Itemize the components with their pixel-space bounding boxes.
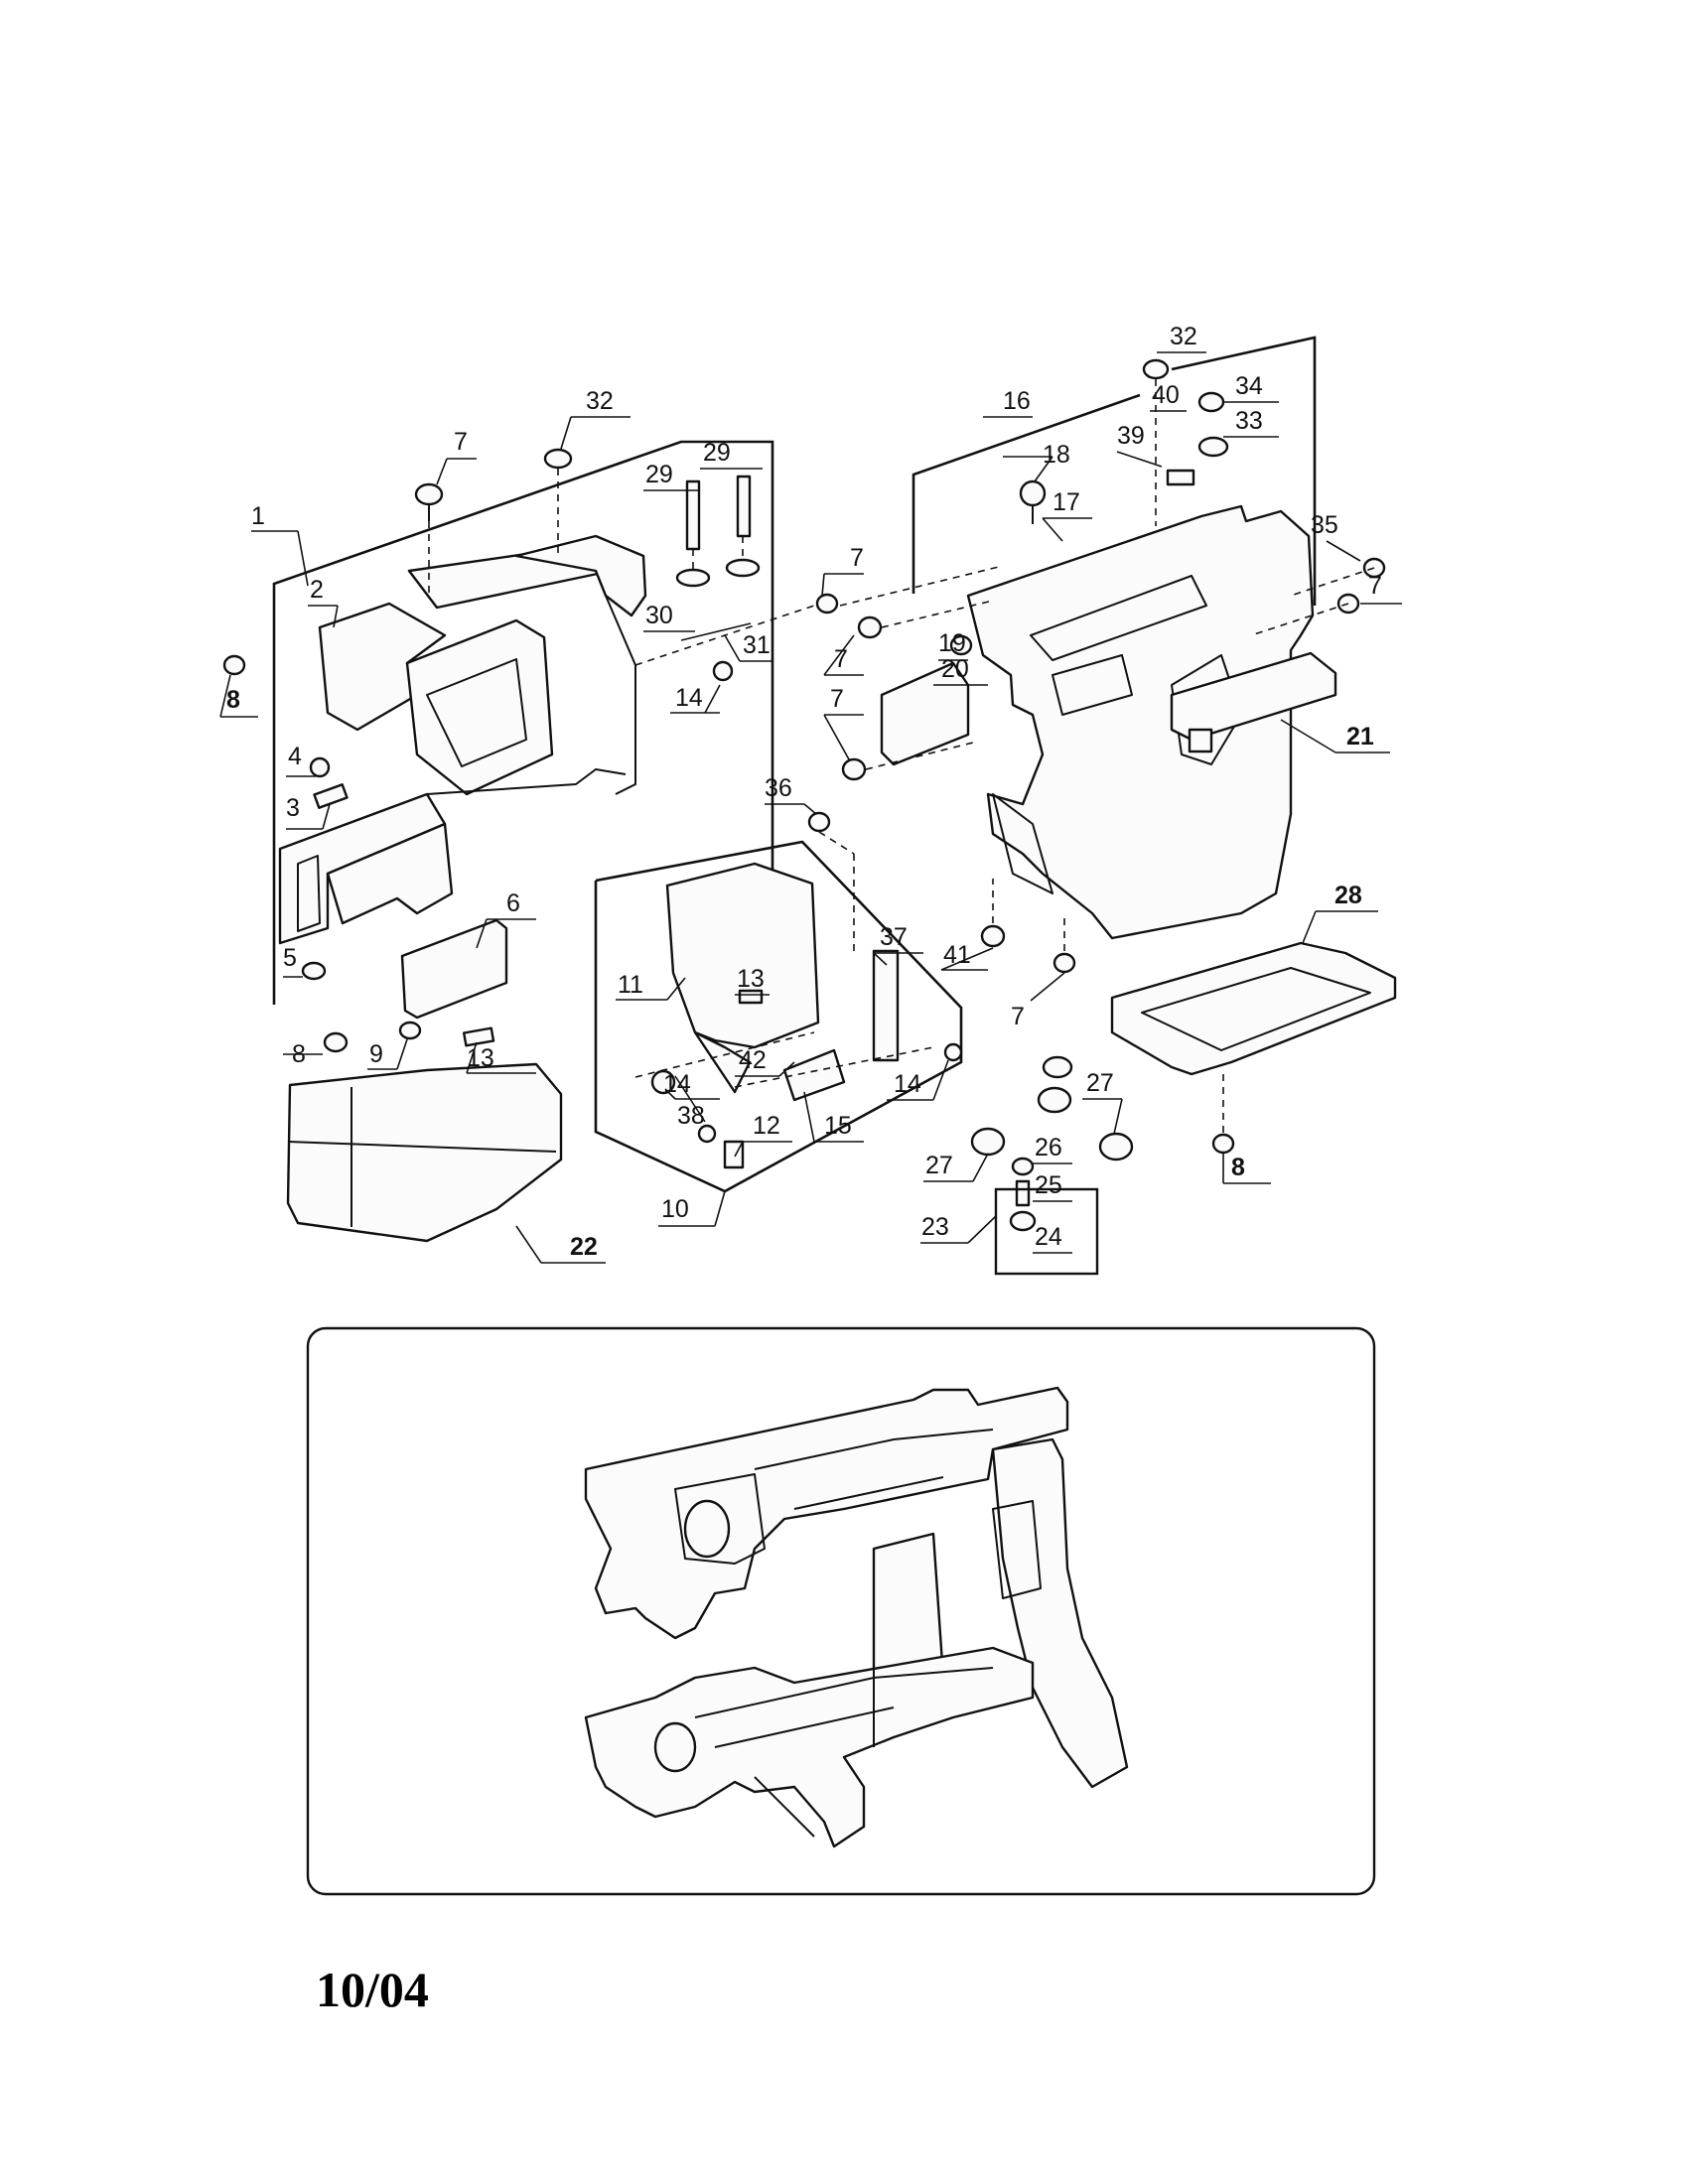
callout-27b: 27: [925, 1152, 953, 1179]
part-2-upper-cover: [318, 534, 647, 796]
callout-38: 38: [677, 1102, 705, 1130]
inset-panel: [306, 1326, 1376, 1896]
callout-20: 20: [941, 655, 969, 683]
group-frame-16: [912, 336, 1317, 606]
callout-27a: 27: [1086, 1069, 1114, 1097]
part-28-bottom-plate: [1110, 941, 1397, 1155]
callout-5: 5: [283, 944, 297, 972]
callout-40: 40: [1152, 381, 1180, 409]
callout-18: 18: [1043, 441, 1070, 469]
part-13-label: [462, 1026, 495, 1047]
callout-42: 42: [739, 1046, 767, 1074]
callout-7f: 7: [1011, 1003, 1025, 1030]
callout-37: 37: [880, 923, 908, 951]
part-38-12-15-14: [634, 1031, 963, 1169]
part-29-30-spool-pins: [675, 475, 761, 588]
callout-36: 36: [765, 774, 792, 802]
callout-31: 31: [743, 631, 771, 659]
screws-left: [222, 654, 422, 1053]
part-20-19: [880, 634, 973, 766]
part-37-hinge: [853, 854, 900, 1062]
part-lower-arm: [278, 768, 627, 945]
part-6-plate: [400, 918, 508, 1020]
callout-7b: 7: [834, 645, 848, 673]
callout-12: 12: [753, 1112, 780, 1140]
date-stamp: 10/04: [316, 1962, 429, 2017]
group-frame-1: [272, 440, 774, 1005]
callout-39: 39: [1117, 422, 1145, 450]
callout-14c: 14: [894, 1070, 921, 1098]
callout-8a: 8: [226, 686, 240, 714]
part-3-4-small: [309, 756, 349, 809]
group-frame-10: [594, 840, 963, 1193]
callout-34: 34: [1235, 372, 1263, 400]
callout-19: 19: [938, 629, 966, 657]
callout-22: 22: [570, 1233, 598, 1261]
callout-14b: 14: [663, 1070, 691, 1098]
callout-7e: 7: [1368, 572, 1382, 600]
callout-21: 21: [1346, 723, 1374, 751]
callout-28: 28: [1334, 882, 1362, 909]
callout-8c: 8: [1231, 1154, 1245, 1181]
part-18-tensioner: [1019, 479, 1047, 524]
callout-4: 4: [288, 743, 302, 770]
callout-7c: 7: [850, 544, 864, 572]
callout-10: 10: [661, 1195, 689, 1223]
screws-top-left: [414, 448, 573, 596]
callout-32a: 32: [586, 387, 614, 415]
part-22-cover-box: [286, 1062, 563, 1243]
callout-14a: 14: [675, 684, 703, 712]
callout-13b: 13: [737, 965, 765, 993]
callout-29b: 29: [703, 439, 731, 467]
callout-29a: 29: [645, 461, 673, 488]
callout-25: 25: [1035, 1171, 1062, 1199]
callout-16: 16: [1003, 387, 1031, 415]
callout-9: 9: [369, 1040, 383, 1068]
callout-41: 41: [943, 941, 971, 969]
part-17-main-housing: [966, 504, 1315, 940]
callout-17: 17: [1052, 488, 1080, 516]
callout-numbers: 1 2 3 4 5 6 7 8 8 9 13 32 29 29 30 31 14…: [226, 323, 1382, 1261]
callout-26: 26: [1035, 1134, 1062, 1161]
part-39-40-33-34-32-35: [1142, 358, 1386, 614]
callout-2: 2: [310, 576, 324, 604]
part-11-cover: [665, 862, 820, 1094]
callout-3: 3: [286, 794, 300, 822]
part-36-screw: [807, 811, 855, 855]
callout-leaders: [219, 351, 1402, 1264]
callout-6: 6: [506, 889, 520, 917]
callout-30: 30: [645, 602, 673, 629]
part-21-plate: [1170, 651, 1337, 753]
callout-7a: 7: [454, 428, 468, 456]
callout-13a: 13: [467, 1044, 494, 1072]
callout-32b: 32: [1170, 323, 1197, 350]
callout-33: 33: [1235, 407, 1263, 435]
callout-11: 11: [618, 971, 643, 999]
callout-24: 24: [1035, 1223, 1062, 1251]
part-23-27-feet: [970, 1055, 1134, 1276]
callout-15: 15: [824, 1112, 852, 1140]
callout-7d: 7: [830, 685, 844, 713]
callout-35: 35: [1311, 511, 1338, 539]
inset-machine-frame: [584, 1386, 1129, 1848]
callout-8b: 8: [292, 1040, 306, 1068]
screws-right: [815, 565, 1375, 974]
callout-1: 1: [251, 502, 265, 530]
callout-23: 23: [921, 1213, 949, 1241]
